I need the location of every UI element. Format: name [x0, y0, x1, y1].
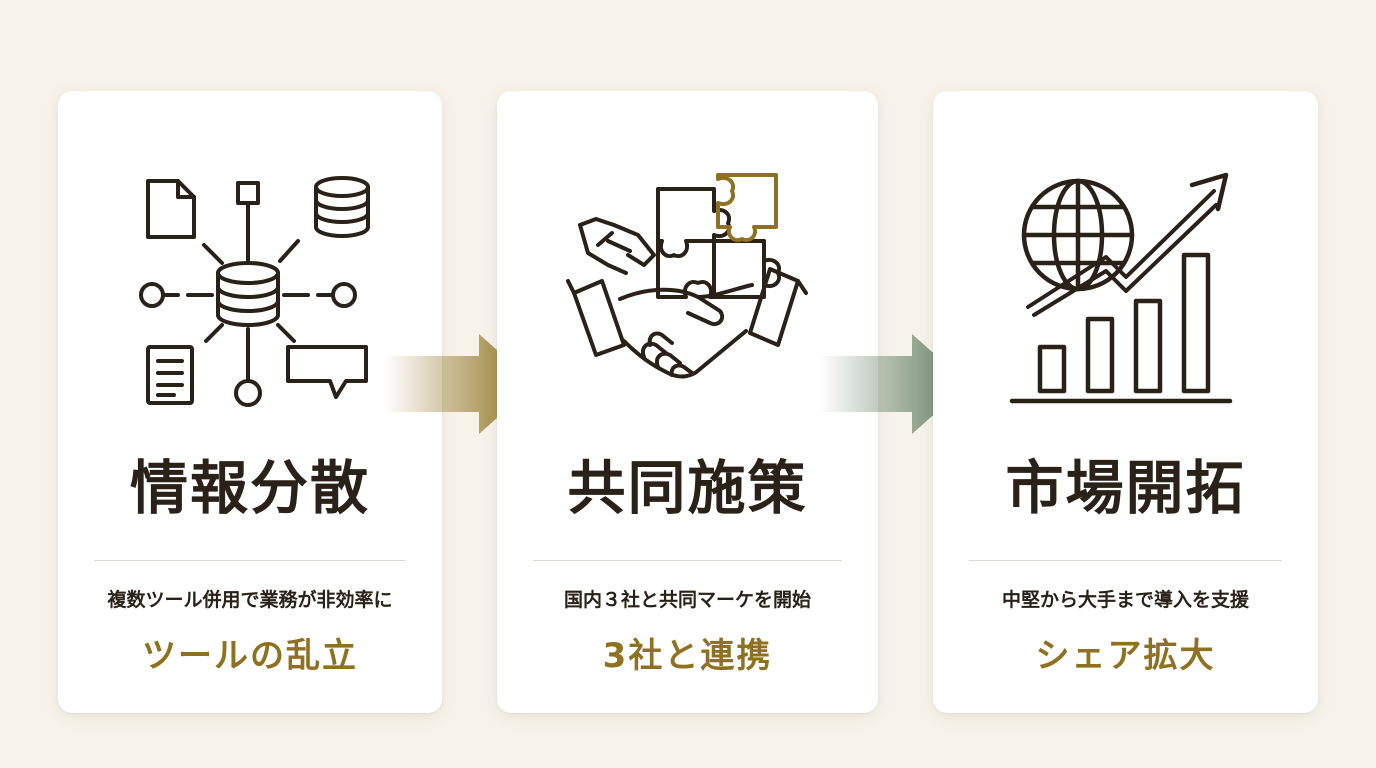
flow-arrow-green-icon: [820, 334, 968, 434]
step-title: 共同施策: [567, 454, 808, 522]
divider: [533, 560, 842, 561]
handshake-puzzle-icon: [565, 173, 808, 379]
step-description: 国内３社と共同マーケを開始: [563, 589, 811, 611]
step-highlight: シェア拡大: [1035, 636, 1216, 676]
icon-container: [497, 169, 878, 419]
step-description: 中堅から大手まで導入を支援: [1001, 589, 1249, 611]
step-card-joint-initiative: 共同施策 国内３社と共同マーケを開始 3社と連携: [497, 91, 878, 713]
step-description: 複数ツール併用で業務が非効率に: [107, 589, 393, 611]
step-card-information-dispersion: 情報分散 複数ツール併用で業務が非効率に ツールの乱立: [58, 91, 442, 713]
icon-container: [933, 169, 1318, 419]
step-title: 市場開拓: [1005, 454, 1246, 522]
step-card-market-expansion: 市場開拓 中堅から大手まで導入を支援 シェア拡大: [933, 91, 1318, 713]
step-highlight: ツールの乱立: [142, 636, 358, 676]
globe-growth-chart-icon: [1009, 172, 1232, 404]
divider: [969, 560, 1282, 561]
data-network-icon: [139, 176, 370, 407]
icon-container: [58, 169, 442, 419]
step-highlight: 3社と連携: [602, 636, 773, 676]
step-title: 情報分散: [129, 454, 370, 522]
divider: [94, 560, 406, 561]
